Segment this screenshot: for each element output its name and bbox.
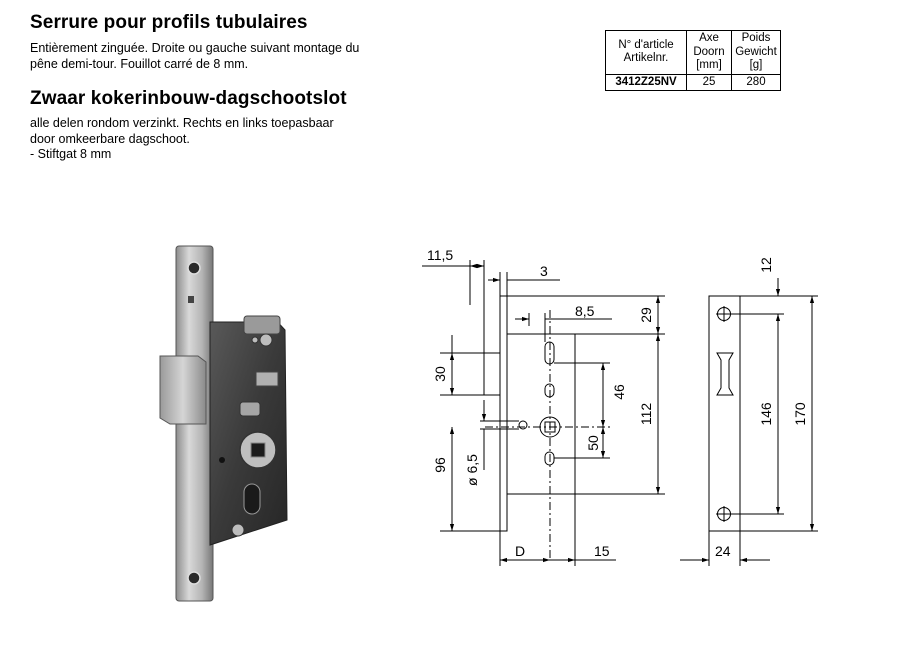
side-screw-hole: [518, 420, 528, 430]
case-hole: [219, 457, 225, 463]
side-faceplate: [499, 295, 508, 532]
rivet: [259, 333, 273, 347]
dim-label: 112: [638, 403, 654, 426]
dim-label: 11,5: [427, 247, 453, 263]
case-lever: [239, 401, 261, 417]
dim-label: 3: [540, 263, 548, 279]
faceplate-hole-top: [187, 261, 201, 275]
dim-label: ø 6,5: [464, 454, 480, 486]
header-weight: Poids Gewicht [g]: [731, 30, 781, 75]
description-line: alle delen rondom verzinkt. Rechts en li…: [30, 116, 334, 130]
dim-label: 24: [715, 543, 731, 559]
front-faceplate: [708, 295, 741, 532]
case-spring: [255, 371, 279, 387]
description-line: - Stiftgat 8 mm: [30, 147, 112, 161]
header-axis: Axe Doorn [mm]: [686, 30, 732, 75]
dim-label: 29: [638, 307, 654, 323]
dim-label: 146: [758, 402, 774, 426]
dim-label: 12: [758, 257, 774, 273]
rivet: [231, 523, 245, 537]
front-view-drawing: [680, 278, 818, 566]
cell-axis: 25: [686, 73, 732, 91]
description-line: door omkeerbare dagschoot.: [30, 131, 190, 146]
dim-label: 30: [432, 366, 448, 382]
header-article: N° d'article Artikelnr.: [605, 30, 687, 75]
faceplate-hole-bottom: [187, 571, 201, 585]
front-view-labels: 12 146 170 24: [715, 257, 808, 559]
spec-table: N° d'article Artikelnr. Axe Doorn [mm] P…: [605, 30, 781, 91]
lock-photo: [159, 245, 288, 602]
cell-article-number: 3412Z25NV: [605, 73, 687, 91]
dim-label: 8,5: [575, 303, 595, 319]
dim-label: 170: [792, 402, 808, 426]
case-bracket: [243, 315, 281, 335]
dim-label: D: [515, 543, 525, 559]
dim-label: 15: [594, 543, 610, 559]
table-header-row: N° d'article Artikelnr. Axe Doorn [mm] P…: [605, 30, 781, 75]
title-dutch: Zwaar kokerinbouw-dagschootslot: [30, 88, 347, 109]
side-view-drawing: [422, 260, 665, 566]
description-french: Entièrement zinguée. Droite ou gauche su…: [30, 41, 360, 71]
dim-label: 50: [585, 435, 601, 451]
case-slot: [243, 483, 261, 515]
table-row: 3412Z25NV 25 280: [605, 73, 781, 91]
description-dutch: alle delen rondom verzinkt. Rechts en li…: [30, 116, 390, 163]
side-case: [506, 333, 576, 495]
dim-label: 46: [611, 384, 627, 400]
dim-label: 96: [432, 457, 448, 473]
side-view-labels: 11,5 3 8,5 29 112 30 96 ø 6,5 46 50 D 15: [427, 247, 654, 559]
cell-weight: 280: [731, 73, 781, 91]
rivet: [251, 336, 259, 344]
latch-bolt: [159, 355, 207, 425]
front-latch-opening: [716, 352, 734, 396]
spindle-square: [250, 442, 266, 458]
title-french: Serrure pour profils tubulaires: [30, 12, 308, 33]
side-latch: [483, 352, 501, 396]
faceplate-mark: [188, 296, 194, 303]
